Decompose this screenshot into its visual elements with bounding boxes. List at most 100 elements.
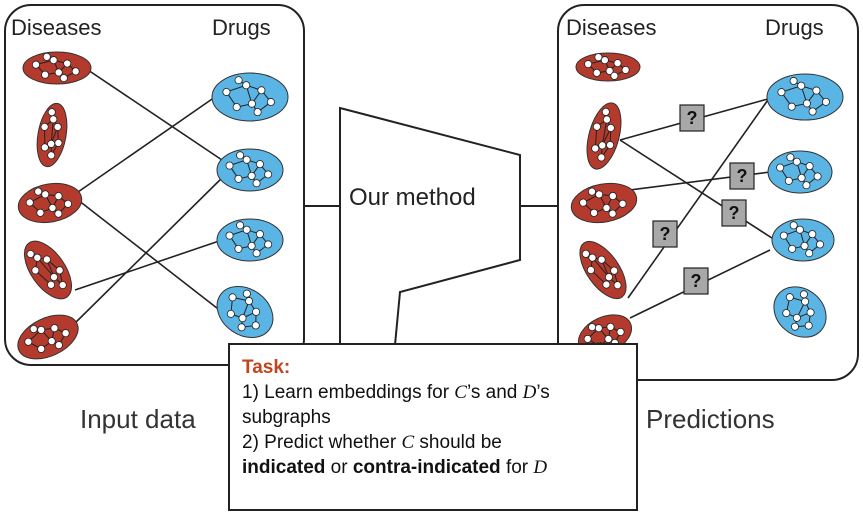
subgraph-node: [48, 203, 57, 212]
subgraph-node: [604, 273, 613, 282]
subgraph-node: [787, 102, 796, 111]
subgraph-node: [776, 163, 785, 172]
subgraph-node: [795, 225, 804, 234]
task-step-2: 2) Predict whether C should be: [242, 430, 624, 455]
input-disease-subgraph-3: [17, 182, 83, 224]
subgraph-node: [49, 115, 58, 124]
subgraph-node: [799, 290, 808, 299]
subgraph-node: [232, 103, 241, 112]
prediction-disease-subgraphs: [570, 52, 641, 356]
subgraph-node: [54, 138, 63, 147]
input-diseases-label: Diseases: [11, 15, 101, 40]
subgraph-node: [586, 266, 595, 275]
subgraph-node: [222, 87, 231, 96]
question-mark: ?: [737, 166, 748, 186]
subgraph-edge: [50, 119, 54, 144]
subgraph-node: [47, 151, 56, 160]
subgraph-node: [805, 249, 814, 258]
var-c: C: [454, 382, 467, 403]
subgraph-node: [802, 181, 811, 190]
question-boxes: ?????: [652, 104, 755, 295]
question-mark: ?: [687, 108, 698, 128]
for-label: for: [500, 457, 534, 478]
subgraph-node: [42, 255, 51, 264]
subgraph-node: [242, 225, 251, 234]
subgraph-node: [252, 249, 261, 258]
subgraph-node: [816, 240, 825, 249]
subgraph-node: [584, 60, 593, 69]
question-box-5: ?: [683, 267, 709, 295]
subgraph-node: [821, 97, 830, 106]
subgraph-node: [47, 139, 56, 148]
question-box-shape: [721, 199, 747, 227]
subgraph-node: [264, 170, 273, 179]
subgraph-node: [606, 141, 615, 150]
subgraph-node: [42, 52, 51, 61]
subgraph-node: [797, 81, 806, 90]
subgraph-node: [594, 324, 603, 333]
subgraph-node: [610, 71, 619, 80]
input-disease-subgraphs: [17, 51, 92, 360]
subgraph-node: [257, 86, 266, 95]
subgraph-node: [610, 266, 619, 275]
prediction-drug-subgraph-3: [771, 218, 835, 262]
question-box-shape: [679, 104, 705, 132]
subgraph-node: [54, 209, 63, 218]
subgraph-node: [242, 81, 251, 90]
subgraph-node: [598, 141, 607, 150]
input-edges: [69, 67, 231, 329]
subgraph-node: [602, 115, 611, 124]
prediction-drug-subgraphs: [766, 73, 844, 338]
subgraph-node: [587, 187, 596, 196]
subgraph-node: [608, 209, 617, 218]
subgraph-node: [792, 157, 801, 166]
prediction-disease-subgraph-3: [570, 182, 638, 224]
question-mark: ?: [729, 203, 740, 223]
subgraph-node: [242, 289, 251, 298]
prediction-disease-subgraph-2: [586, 102, 622, 170]
step2-prefix: 2) Predict whether: [242, 432, 402, 453]
subgraph-node: [597, 153, 606, 162]
prediction-drugs-label: Drugs: [765, 15, 824, 40]
subgraph-node: [606, 123, 615, 132]
subgraph-node: [40, 122, 49, 131]
task-step-1: 1) Learn embeddings for C’s and D’s: [242, 380, 624, 405]
subgraph-node: [789, 221, 798, 230]
question-box-1: ?: [679, 104, 705, 132]
subgraph-node: [790, 322, 799, 331]
subgraph-node: [597, 255, 606, 264]
subgraph-node: [54, 341, 63, 350]
subgraph-node: [24, 337, 33, 346]
subgraph-node: [613, 281, 622, 290]
prediction-caption: Predictions: [646, 404, 775, 434]
subgraph-node: [583, 334, 592, 343]
indicated-label: indicated: [242, 457, 326, 478]
input-drug-subgraphs: [211, 72, 289, 339]
question-box-shape: [652, 220, 678, 248]
subgraph-node: [31, 60, 40, 69]
subgraph-node: [49, 273, 58, 282]
or-label: or: [325, 457, 353, 478]
subgraph-node: [41, 190, 50, 199]
input-disease-subgraph-1: [22, 51, 92, 85]
subgraph-node: [779, 231, 788, 240]
subgraph-node: [234, 244, 243, 253]
subgraph-node: [55, 266, 64, 275]
subgraph-node: [234, 174, 243, 183]
subgraph-node: [236, 221, 245, 230]
subgraph-node: [618, 199, 627, 208]
subgraph-node: [600, 56, 609, 65]
subgraph-edge: [36, 257, 55, 278]
subgraph-node: [245, 297, 254, 306]
subgraph-node: [26, 250, 35, 259]
subgraph-node: [608, 192, 617, 201]
subgraph-node: [37, 344, 46, 353]
subgraph-edge: [601, 119, 608, 146]
subgraph-node: [588, 253, 597, 262]
subgraph-node: [594, 53, 603, 62]
subgraph-node: [247, 171, 256, 180]
subgraph-node: [801, 297, 810, 306]
subgraph-node: [59, 74, 68, 83]
step1-prefix: 1) Learn embeddings for: [242, 382, 455, 403]
subgraph-node: [25, 198, 34, 207]
